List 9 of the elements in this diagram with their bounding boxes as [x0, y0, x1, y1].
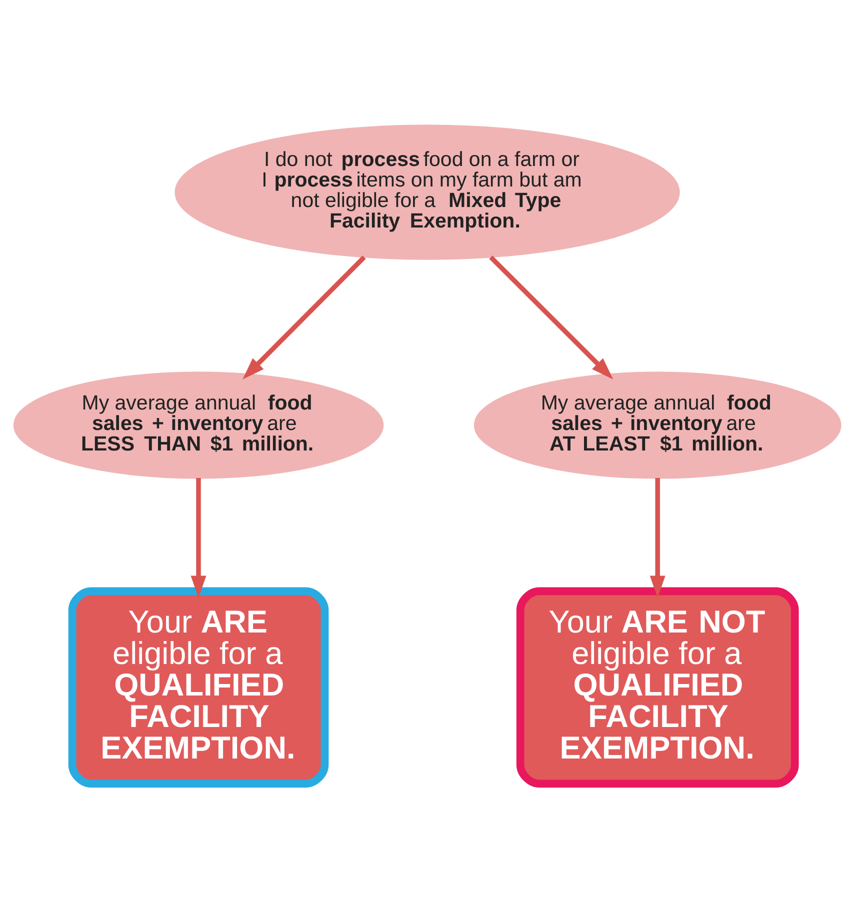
node-ellipse: I do not process food on a farm or I process items on my farm but am not eligible for a Mixed Type Facility Exemption. [174, 124, 680, 260]
arrow [489, 255, 614, 379]
node-ellipse: My average annual food sales + inventory are AT LEAST $1 million. [474, 371, 842, 478]
arrow [190, 477, 206, 598]
node-box: Your ARE NOT eligible for a QUALIFIED FACILITY EXEMPTION. [516, 586, 799, 788]
arrow [242, 255, 366, 379]
node-ellipse: My average annual food sales + inventory are LESS THAN $1 million. [13, 371, 384, 478]
arrow [650, 477, 666, 598]
node-box: Your ARE eligible for a QUALIFIED FACILITY EXEMPTION. [68, 586, 329, 788]
